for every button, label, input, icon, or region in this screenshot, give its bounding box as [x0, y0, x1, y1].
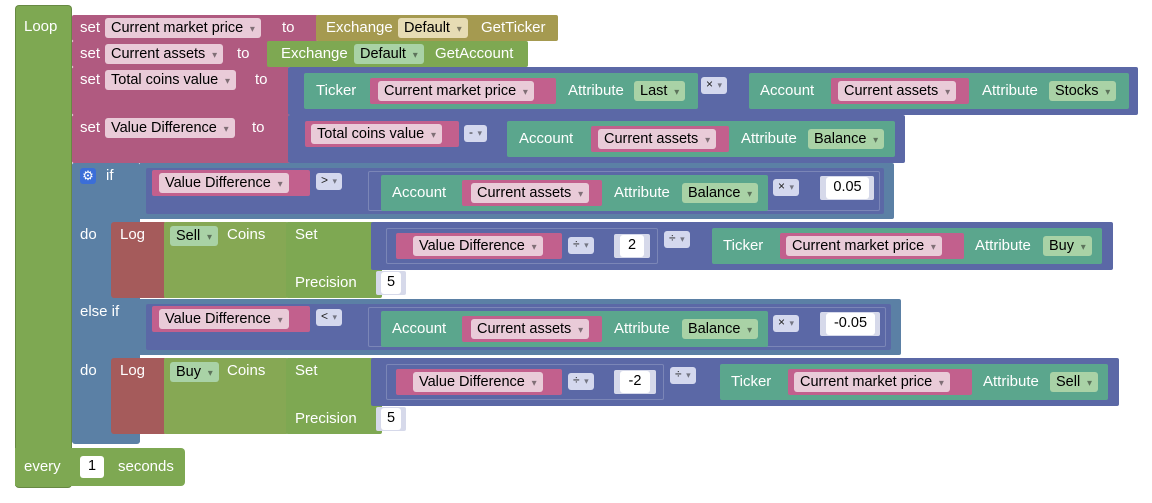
- ticker3-var-dropdown[interactable]: Current market price: [378, 81, 534, 101]
- exchange1-dropdown[interactable]: Default: [398, 18, 468, 38]
- do1-div-op[interactable]: ÷: [568, 237, 594, 254]
- do2-div-op[interactable]: ÷: [568, 373, 594, 390]
- do2-set-label: Set: [295, 362, 318, 379]
- do1-attr-dropdown[interactable]: Buy: [1043, 236, 1092, 256]
- cond1-account-var-dropdown[interactable]: Current assets: [471, 183, 590, 203]
- cond2-attribute-label: Attribute: [614, 320, 670, 337]
- do2-attr-dropdown[interactable]: Sell: [1050, 372, 1098, 392]
- loop-block[interactable]: [15, 5, 72, 488]
- set-precision-block-2[interactable]: [286, 358, 382, 434]
- cond2-account-label: Account: [392, 320, 447, 337]
- cond2-compare-op[interactable]: <: [316, 309, 343, 326]
- set4-var-dropdown[interactable]: Value Difference: [105, 118, 235, 138]
- do1-ticker-label: Ticker: [723, 237, 764, 254]
- log-block-2[interactable]: [111, 358, 167, 434]
- cond2-attr-dropdown[interactable]: Balance: [682, 319, 759, 339]
- do2-ticker-label: Ticker: [731, 373, 772, 390]
- cond2-account-var-dropdown[interactable]: Current assets: [471, 319, 590, 339]
- do2-precision-input[interactable]: 5: [381, 408, 401, 430]
- cond1-account-label: Account: [392, 184, 447, 201]
- exchange2-method: GetAccount: [435, 45, 514, 62]
- log1-label: Log: [120, 226, 146, 243]
- do1-precision-label: Precision: [295, 274, 357, 291]
- if-label: if: [106, 167, 114, 184]
- cond1-attr-dropdown[interactable]: Balance: [682, 183, 759, 203]
- cond1-compare-op[interactable]: >: [316, 173, 343, 190]
- set4-left-var-dropdown[interactable]: Total coins value: [311, 124, 443, 144]
- set1-to-label: to: [282, 19, 295, 36]
- set1-var-dropdown[interactable]: Current market price: [105, 18, 261, 38]
- set3-to-label: to: [255, 71, 268, 88]
- do1-precision-input[interactable]: 5: [381, 272, 401, 294]
- do2-div-num-input[interactable]: -2: [620, 371, 650, 393]
- set2-set-label: set: [80, 45, 101, 62]
- multiply-op-3[interactable]: ×: [701, 77, 728, 94]
- cond2-multiply-op[interactable]: ×: [773, 315, 800, 332]
- account4-attribute-label: Attribute: [741, 130, 797, 147]
- do2-var-dropdown[interactable]: Value Difference: [413, 372, 543, 392]
- else-if-label: else if: [80, 303, 120, 320]
- set4-to-label: to: [252, 119, 265, 136]
- do2-precision-label: Precision: [295, 410, 357, 427]
- log2-coins-label: Coins: [227, 362, 266, 379]
- minus-op-4[interactable]: -: [464, 125, 488, 142]
- log-block-1[interactable]: [111, 222, 167, 298]
- cond1-var-dropdown[interactable]: Value Difference: [159, 173, 289, 193]
- loop-label: Loop: [24, 18, 58, 35]
- set2-to-label: to: [237, 45, 250, 62]
- account4-label: Account: [519, 130, 574, 147]
- account3-attr-dropdown[interactable]: Stocks: [1049, 81, 1117, 101]
- ticker3-label: Ticker: [316, 82, 357, 99]
- every-label: every: [24, 458, 61, 475]
- seconds-label: seconds: [118, 458, 174, 475]
- exchange1-method: GetTicker: [481, 19, 546, 36]
- do1-label: do: [80, 226, 97, 243]
- if-bottom-bar: [72, 432, 140, 444]
- log1-coins-label: Coins: [227, 226, 266, 243]
- cond1-multiply-op[interactable]: ×: [773, 179, 800, 196]
- set4-set-label: set: [80, 119, 101, 136]
- cond1-attribute-label: Attribute: [614, 184, 670, 201]
- do2-ticker-var-dropdown[interactable]: Current market price: [794, 372, 950, 392]
- set1-set-label: set: [80, 19, 101, 36]
- ticker3-attr-dropdown[interactable]: Last: [634, 81, 686, 101]
- gear-icon[interactable]: ⚙: [80, 168, 96, 184]
- log2-side-dropdown[interactable]: Buy: [170, 362, 219, 382]
- account3-label: Account: [760, 82, 815, 99]
- exchange2-label: Exchange: [281, 45, 348, 62]
- cond2-num-input[interactable]: -0.05: [826, 313, 875, 335]
- do2-label: do: [80, 362, 97, 379]
- set2-var-dropdown[interactable]: Current assets: [105, 44, 224, 64]
- do1-ticker-var-dropdown[interactable]: Current market price: [786, 236, 942, 256]
- do1-divide-op[interactable]: ÷: [664, 231, 690, 248]
- interval-input[interactable]: 1: [80, 456, 104, 478]
- account3-var-dropdown[interactable]: Current assets: [838, 81, 957, 101]
- cond2-var-dropdown[interactable]: Value Difference: [159, 309, 289, 329]
- do1-set-label: Set: [295, 226, 318, 243]
- set3-var-dropdown[interactable]: Total coins value: [105, 70, 237, 90]
- cond1-num-input[interactable]: 0.05: [826, 177, 869, 199]
- account4-attr-dropdown[interactable]: Balance: [808, 129, 885, 149]
- do1-div-num-input[interactable]: 2: [620, 235, 644, 257]
- account3-attribute-label: Attribute: [982, 82, 1038, 99]
- log1-side-dropdown[interactable]: Sell: [170, 226, 218, 246]
- do2-divide-op[interactable]: ÷: [670, 367, 696, 384]
- log2-label: Log: [120, 362, 146, 379]
- ticker3-attribute-label: Attribute: [568, 82, 624, 99]
- do2-attribute-label: Attribute: [983, 373, 1039, 390]
- do1-attribute-label: Attribute: [975, 237, 1031, 254]
- set3-set-label: set: [80, 71, 101, 88]
- account4-var-dropdown[interactable]: Current assets: [598, 129, 717, 149]
- exchange2-dropdown[interactable]: Default: [354, 44, 424, 64]
- exchange1-label: Exchange: [326, 19, 393, 36]
- set-precision-block-1[interactable]: [286, 222, 382, 298]
- do1-var-dropdown[interactable]: Value Difference: [413, 236, 543, 256]
